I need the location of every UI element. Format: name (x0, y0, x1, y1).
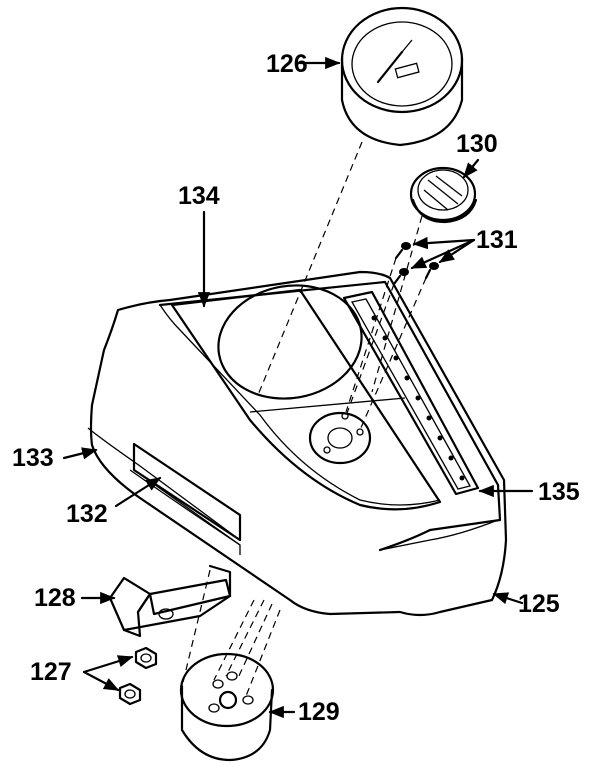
gauge-126 (340, 6, 464, 147)
callouts: 126 130 134 131 133 135 132 128 125 127 … (12, 50, 580, 726)
base-129 (179, 652, 275, 762)
housing-125 (87, 270, 508, 617)
callout-135: 135 (538, 478, 580, 506)
callout-131: 131 (476, 226, 518, 254)
callout-127: 127 (30, 658, 72, 686)
callout-128: 128 (34, 584, 76, 612)
callout-132: 132 (66, 500, 108, 528)
leader-lines (62, 56, 534, 719)
callout-129: 129 (298, 698, 340, 726)
callout-134: 134 (178, 182, 220, 210)
screws-131 (392, 242, 439, 286)
callout-126: 126 (266, 50, 308, 78)
callout-125: 125 (518, 590, 560, 618)
nuts-127 (118, 646, 158, 706)
callout-130: 130 (456, 130, 498, 158)
callout-133: 133 (12, 444, 54, 472)
bracket-128 (108, 564, 232, 638)
knob-130 (409, 166, 478, 224)
label-132 (132, 442, 242, 555)
